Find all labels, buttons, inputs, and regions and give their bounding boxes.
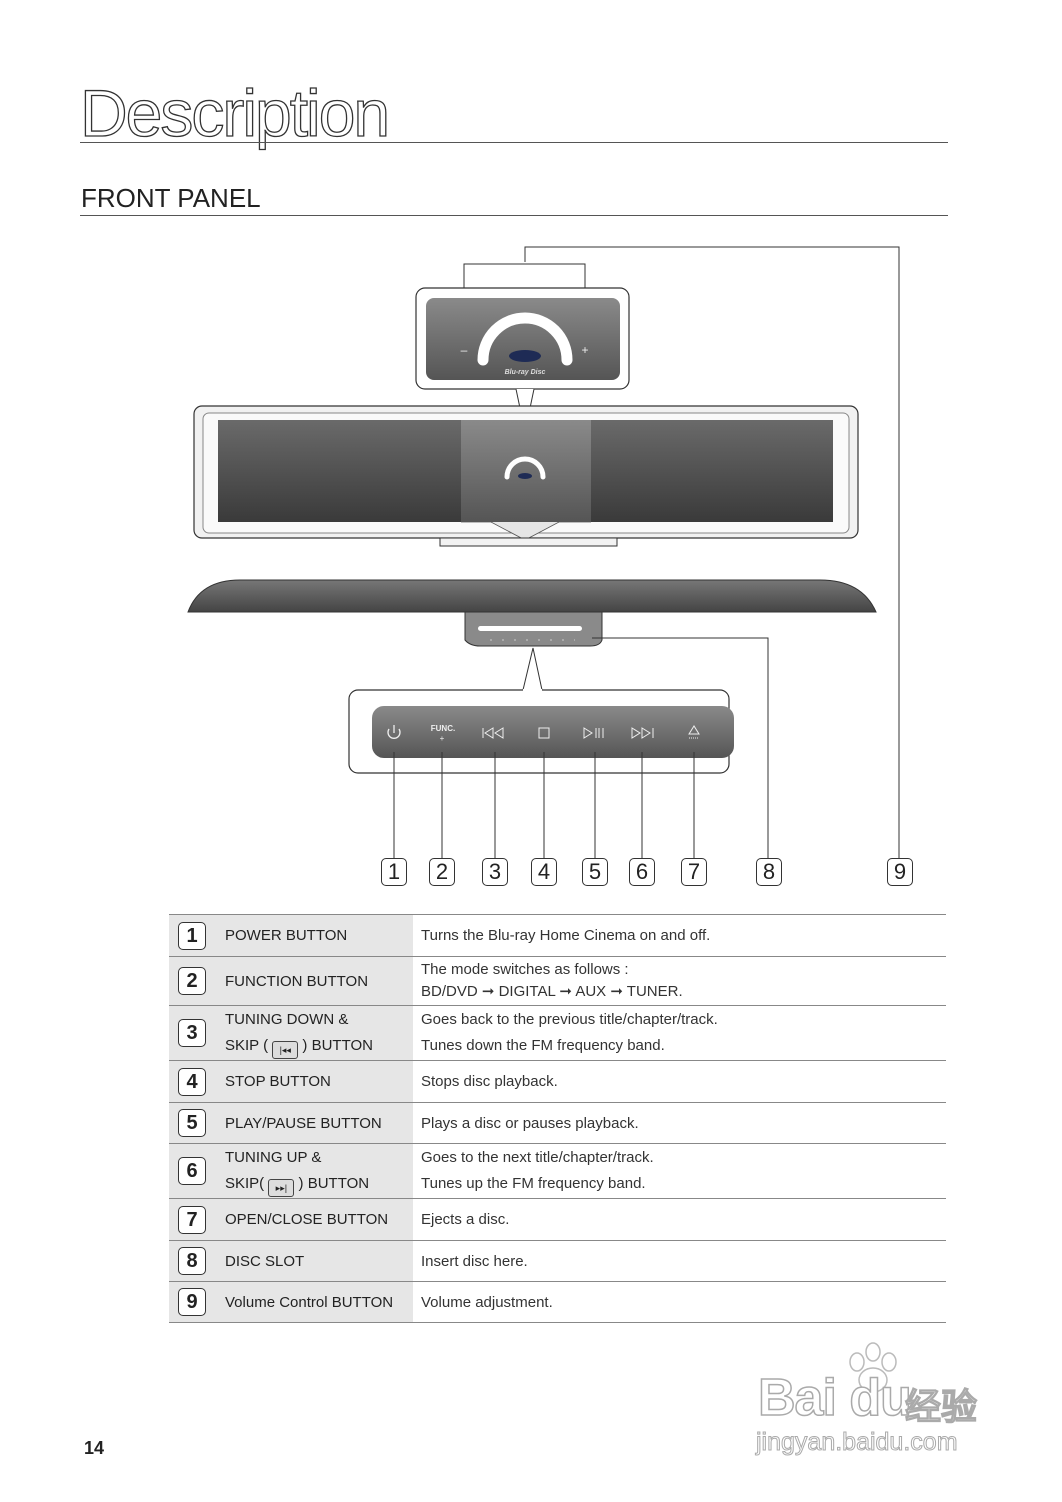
skip-forward-icon: [631, 727, 654, 739]
row-number: 1: [178, 921, 206, 950]
row-number: 7: [178, 1205, 206, 1234]
eject-icon: [688, 725, 700, 739]
row-number: 8: [178, 1247, 206, 1275]
main-unit-front: [193, 405, 859, 547]
skip-forward-mini-icon: ▸▸|: [268, 1179, 295, 1197]
row-number: 4: [178, 1067, 206, 1096]
item-name: STOP BUTTON: [215, 1060, 413, 1103]
row-number: 2: [178, 967, 206, 995]
item-name: DISC SLOT: [215, 1240, 413, 1282]
callout-9: 9: [887, 858, 913, 886]
table-row: 9 Volume Control BUTTON Volume adjustmen…: [169, 1281, 946, 1323]
item-name: OPEN/CLOSE BUTTON: [215, 1198, 413, 1241]
table-row: 3 TUNING DOWN & SKIP ( |◂◂ ) BUTTON Goes…: [169, 1005, 946, 1061]
callout-3: 3: [482, 858, 508, 886]
item-name: FUNCTION BUTTON: [215, 956, 413, 1006]
watermark-url: jingyan.baidu.com: [756, 1428, 959, 1457]
item-description: Volume adjustment.: [413, 1281, 946, 1323]
callout-4: 4: [531, 858, 557, 886]
item-name: Volume Control BUTTON: [215, 1281, 413, 1323]
callout-5: 5: [582, 858, 608, 886]
stop-icon: [538, 727, 550, 739]
control-zoom-inset: [348, 647, 734, 774]
watermark-brand: Bai du: [757, 1368, 912, 1428]
item-description: The mode switches as follows : BD/DVD ➞ …: [413, 956, 946, 1006]
item-description: Plays a disc or pauses playback.: [413, 1102, 946, 1144]
callout-2: 2: [429, 858, 455, 886]
title-rule: [80, 142, 948, 143]
leader-line-9: [524, 246, 900, 858]
skip-back-mini-icon: |◂◂: [272, 1041, 299, 1059]
skip-back-icon: [482, 727, 504, 739]
table-row: 7 OPEN/CLOSE BUTTON Ejects a disc.: [169, 1198, 946, 1241]
volume-zoom-inset: – + Blu-ray Disc: [415, 287, 630, 433]
item-description: Turns the Blu-ray Home Cinema on and off…: [413, 914, 946, 957]
item-name: POWER BUTTON: [215, 914, 413, 957]
func-label: FUNC.: [431, 724, 455, 733]
svg-text:Blu-ray Disc: Blu-ray Disc: [505, 369, 546, 376]
item-description: Stops disc playback.: [413, 1060, 946, 1103]
item-description: Goes back to the previous title/chapter/…: [413, 1005, 946, 1061]
front-panel-diagram: – + Blu-ray Disc FUNC. +: [187, 246, 900, 858]
row-number: 3: [178, 1019, 206, 1047]
row-number: 5: [178, 1109, 206, 1137]
item-description: Insert disc here.: [413, 1240, 946, 1282]
page-title: Description: [79, 76, 390, 150]
play-pause-icon: [583, 727, 604, 739]
svg-text:+: +: [581, 343, 588, 357]
table-row: 6 TUNING UP & SKIP( ▸▸| ) BUTTON Goes to…: [169, 1143, 946, 1199]
item-description: Goes to the next title/chapter/track. Tu…: [413, 1143, 946, 1199]
callout-1: 1: [381, 858, 407, 886]
callout-7: 7: [681, 858, 707, 886]
row-number: 6: [178, 1157, 206, 1185]
svg-text:–: –: [461, 343, 468, 357]
callout-8: 8: [756, 858, 782, 886]
item-name: PLAY/PAUSE BUTTON: [215, 1102, 413, 1144]
table-row: 5 PLAY/PAUSE BUTTON Plays a disc or paus…: [169, 1102, 946, 1144]
table-row: 1 POWER BUTTON Turns the Blu-ray Home Ci…: [169, 914, 946, 957]
callout-6: 6: [629, 858, 655, 886]
row-number: 9: [178, 1288, 206, 1316]
svg-text:+: +: [440, 734, 445, 743]
table-row: 4 STOP BUTTON Stops disc playback.: [169, 1060, 946, 1103]
section-rule: [80, 215, 948, 216]
paw-logo-icon: [849, 1342, 897, 1393]
section-heading: FRONT PANEL: [81, 183, 261, 213]
button-leader-lines: [393, 752, 695, 858]
button-description-table: 1 POWER BUTTON Turns the Blu-ray Home Ci…: [169, 914, 946, 1323]
power-icon: [387, 725, 401, 739]
leader-line-8: [592, 637, 769, 858]
item-name: TUNING UP & SKIP( ▸▸| ) BUTTON: [215, 1143, 413, 1199]
baidu-watermark: Bai du 经验 jingyan.baidu.com: [750, 1340, 1000, 1465]
item-description: Ejects a disc.: [413, 1198, 946, 1241]
table-row: 2 FUNCTION BUTTON The mode switches as f…: [169, 956, 946, 1006]
watermark-cn: 经验: [904, 1385, 978, 1427]
page-number: 14: [84, 1438, 105, 1458]
table-row: 8 DISC SLOT Insert disc here.: [169, 1240, 946, 1282]
main-unit-top: [187, 579, 877, 647]
item-name: TUNING DOWN & SKIP ( |◂◂ ) BUTTON: [215, 1005, 413, 1061]
